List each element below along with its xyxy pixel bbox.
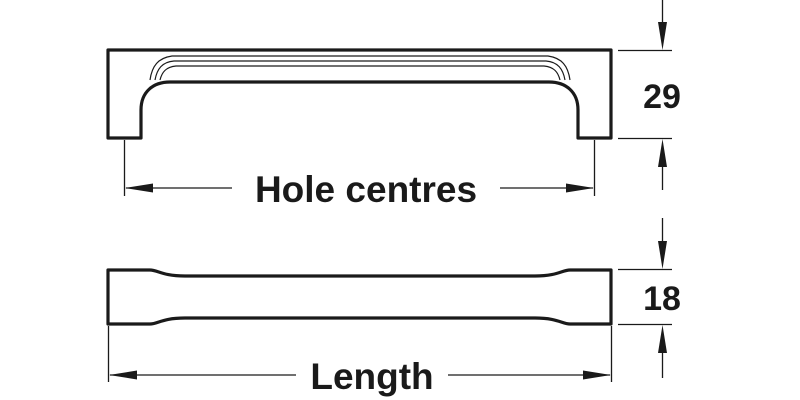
handle-top-outline [106, 268, 613, 326]
height-arrow-top [658, 22, 667, 50]
handle-grip-groove-inner [159, 65, 561, 81]
length-arrow-left [109, 370, 137, 380]
height-arrow-bottom [658, 139, 667, 167]
depth-arrow-top [658, 241, 667, 269]
handle-grip-groove-middle [154, 60, 566, 81]
length-arrow-right [583, 370, 611, 380]
hole-centres-arrow-right [566, 183, 594, 193]
depth-arrow-bottom [658, 325, 667, 353]
handle-grip-groove-outer [149, 55, 571, 81]
hole-centres-label: Hole centres [255, 169, 477, 210]
length-dimension: Length [107, 326, 613, 397]
hole-centres-dimension: Hole centres [123, 140, 596, 210]
hole-centres-arrow-left [125, 183, 153, 193]
depth-dimension: 18 [618, 218, 681, 378]
handle-top-view [106, 268, 613, 326]
length-label: Length [310, 356, 433, 397]
handle-front-view [106, 48, 613, 140]
handle-front-outline [106, 48, 613, 140]
height-dimension: 29 [618, 0, 681, 190]
depth-value-label: 18 [643, 280, 681, 318]
height-value-label: 29 [643, 78, 681, 116]
